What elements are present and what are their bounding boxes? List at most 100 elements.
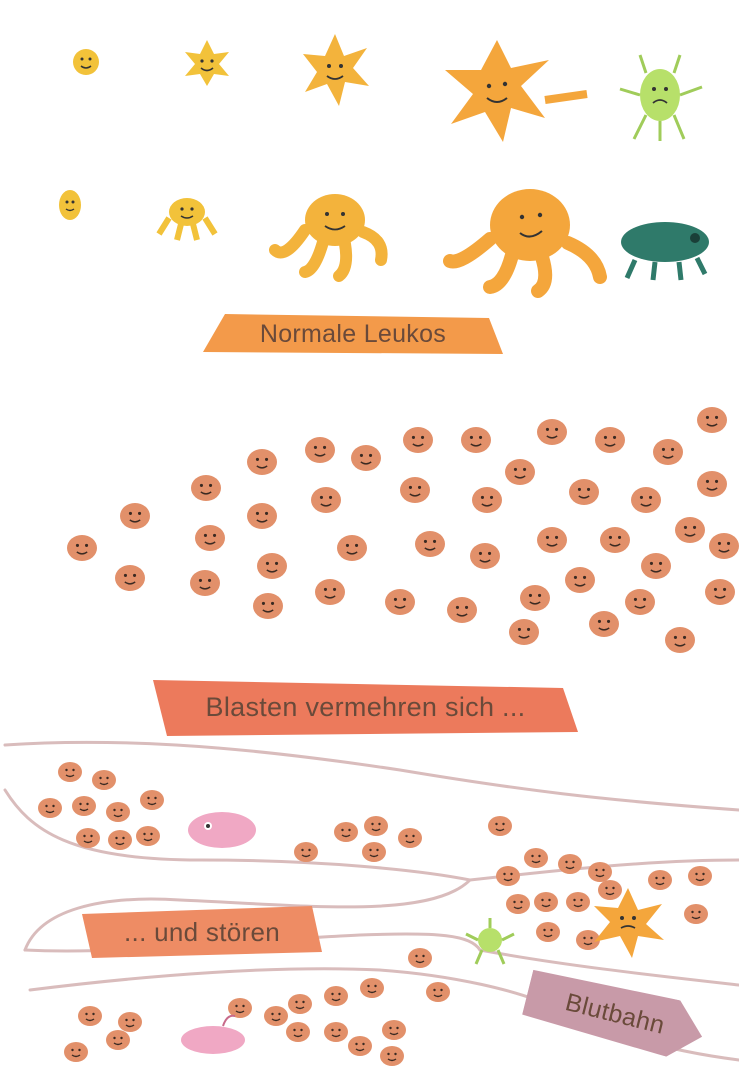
- teal-bacterium-icon: [621, 222, 709, 280]
- smiling-blast-cell-icon: [118, 1012, 142, 1032]
- label-normal-leukos: Normale Leukos: [203, 312, 503, 356]
- smiling-star-cell-icon: [59, 190, 81, 220]
- smiling-blast-cell-icon: [92, 770, 116, 790]
- smiling-blast-cell-icon: [311, 487, 341, 513]
- smiling-blast-cell-icon: [648, 870, 672, 890]
- smiling-blast-cell-icon: [115, 565, 145, 591]
- smiling-blast-cell-icon: [558, 854, 582, 874]
- smiling-blast-cell-icon: [665, 627, 695, 653]
- smiling-blast-cell-icon: [190, 570, 220, 596]
- smiling-blast-cell-icon: [705, 579, 735, 605]
- smiling-blast-cell-icon: [286, 1022, 310, 1042]
- smiling-blast-cell-icon: [447, 597, 477, 623]
- smiling-blast-cell-icon: [697, 407, 727, 433]
- smiling-blast-cell-icon: [385, 589, 415, 615]
- smiling-blast-cell-icon: [472, 487, 502, 513]
- blast-cluster: [67, 407, 739, 653]
- smiling-blast-cell-icon: [509, 619, 539, 645]
- smiling-blast-cell-icon: [524, 848, 548, 868]
- pink-whale-cell-icon: [188, 812, 256, 848]
- smiling-blast-cell-icon: [120, 503, 150, 529]
- smiling-blast-cell-icon: [362, 842, 386, 862]
- smiling-blast-cell-icon: [253, 593, 283, 619]
- smiling-blast-cell-icon: [108, 830, 132, 850]
- smiling-star-cell-icon: [73, 49, 99, 75]
- smiling-blast-cell-icon: [625, 589, 655, 615]
- smiling-blast-cell-icon: [264, 1006, 288, 1026]
- smiling-blast-cell-icon: [195, 525, 225, 551]
- smiling-blast-cell-icon: [351, 445, 381, 471]
- smiling-blast-cell-icon: [569, 479, 599, 505]
- label-disrupt-text: ... und stören: [124, 917, 280, 948]
- smiling-blast-cell-icon: [337, 535, 367, 561]
- smiling-blast-cell-icon: [247, 503, 277, 529]
- smiling-blast-cell-icon: [305, 437, 335, 463]
- smiling-blast-cell-icon: [496, 866, 520, 886]
- smiling-star-cell-icon: [275, 194, 382, 276]
- smiling-blast-cell-icon: [400, 477, 430, 503]
- smiling-blast-cell-icon: [364, 816, 388, 836]
- smiling-star-cell-icon: [450, 189, 600, 291]
- leukocyte-row-1: [73, 34, 702, 142]
- smiling-blast-cell-icon: [537, 419, 567, 445]
- smiling-blast-cell-icon: [588, 862, 612, 882]
- smiling-blast-cell-icon: [408, 948, 432, 968]
- smiling-blast-cell-icon: [520, 585, 550, 611]
- smiling-blast-cell-icon: [247, 449, 277, 475]
- smiling-blast-cell-icon: [58, 762, 82, 782]
- pink-whale-cell-icon: [181, 1016, 245, 1054]
- smiling-blast-cell-icon: [38, 798, 62, 818]
- smiling-blast-cell-icon: [488, 816, 512, 836]
- label-blasts-text: Blasten vermehren sich ...: [206, 692, 526, 723]
- smiling-blast-cell-icon: [536, 922, 560, 942]
- smiling-blast-cell-icon: [64, 1042, 88, 1062]
- smiling-blast-cell-icon: [470, 543, 500, 569]
- smiling-star-cell-icon: [303, 34, 369, 106]
- label-disrupt: ... und stören: [82, 906, 322, 958]
- smiling-blast-cell-icon: [595, 427, 625, 453]
- smiling-blast-cell-icon: [709, 533, 739, 559]
- smiling-blast-cell-icon: [382, 1020, 406, 1040]
- smiling-blast-cell-icon: [684, 904, 708, 924]
- smiling-blast-cell-icon: [675, 517, 705, 543]
- smiling-blast-cell-icon: [380, 1046, 404, 1066]
- smiling-blast-cell-icon: [565, 567, 595, 593]
- smiling-blast-cell-icon: [505, 459, 535, 485]
- smiling-blast-cell-icon: [461, 427, 491, 453]
- smiling-blast-cell-icon: [348, 1036, 372, 1056]
- smiling-blast-cell-icon: [566, 892, 590, 912]
- smiling-blast-cell-icon: [600, 527, 630, 553]
- smiling-blast-cell-icon: [288, 994, 312, 1014]
- green-spiky-germ-icon: [620, 55, 702, 141]
- smiling-blast-cell-icon: [426, 982, 450, 1002]
- label-normal-leukos-text: Normale Leukos: [260, 320, 446, 349]
- leukocyte-row-2: [59, 189, 709, 291]
- smiling-star-cell-icon: [445, 40, 587, 142]
- smiling-star-cell-icon: [185, 40, 229, 86]
- smiling-blast-cell-icon: [106, 802, 130, 822]
- smiling-blast-cell-icon: [78, 1006, 102, 1026]
- smiling-blast-cell-icon: [76, 828, 100, 848]
- smiling-blast-cell-icon: [334, 822, 358, 842]
- smiling-blast-cell-icon: [106, 1030, 130, 1050]
- smiling-blast-cell-icon: [294, 842, 318, 862]
- label-blasts: Blasten vermehren sich ...: [153, 678, 578, 736]
- smiling-blast-cell-icon: [324, 1022, 348, 1042]
- smiling-blast-cell-icon: [140, 790, 164, 810]
- smiling-blast-cell-icon: [72, 796, 96, 816]
- smiling-blast-cell-icon: [653, 439, 683, 465]
- smiling-star-cell-icon: [159, 198, 215, 240]
- smiling-blast-cell-icon: [257, 553, 287, 579]
- green-spiky-germ-icon: [466, 918, 514, 964]
- smiling-blast-cell-icon: [191, 475, 221, 501]
- smiling-blast-cell-icon: [641, 553, 671, 579]
- smiling-blast-cell-icon: [537, 527, 567, 553]
- smiling-blast-cell-icon: [506, 894, 530, 914]
- smiling-blast-cell-icon: [534, 892, 558, 912]
- smiling-blast-cell-icon: [697, 471, 727, 497]
- smiling-blast-cell-icon: [598, 880, 622, 900]
- smiling-blast-cell-icon: [315, 579, 345, 605]
- smiling-blast-cell-icon: [403, 427, 433, 453]
- smiling-blast-cell-icon: [631, 487, 661, 513]
- smiling-blast-cell-icon: [360, 978, 384, 998]
